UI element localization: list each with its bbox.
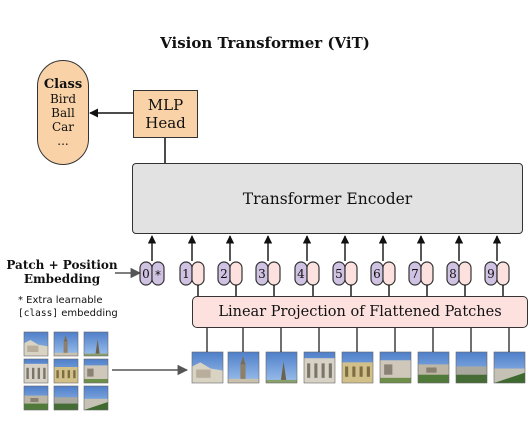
- position-index-label: 4: [297, 267, 305, 281]
- source-grid-patch: [23, 358, 49, 384]
- source-grid-patch: [53, 385, 79, 411]
- patch-embedding-pill: [458, 261, 472, 286]
- source-grid-patch: [23, 385, 49, 411]
- patch-embedding-pill: [420, 261, 434, 286]
- class-token-pill: [151, 261, 165, 286]
- extra-learnable-note: * Extra learnable: [18, 295, 103, 306]
- token-0: 0*: [139, 235, 165, 286]
- class-embedding-note-rest: embedding: [58, 308, 118, 319]
- flattened-patch-2: [227, 351, 260, 384]
- position-index-label: 0: [142, 267, 150, 281]
- source-grid-patch: [83, 331, 109, 357]
- linear-projection-label: Linear Projection of Flattened Patches: [218, 304, 502, 320]
- token-6: 6: [370, 235, 396, 296]
- class-output-box: Class Bird Ball Car ...: [37, 60, 89, 165]
- flattened-patch-5: [341, 351, 374, 384]
- flattened-patch-7: [417, 351, 450, 384]
- position-index-label: 1: [182, 267, 190, 281]
- class-embedding-note: [class] embedding: [18, 308, 118, 319]
- mlp-head-box: MLP Head: [133, 90, 198, 138]
- linear-projection-box: Linear Projection of Flattened Patches: [192, 296, 528, 328]
- flattened-patch-1: [191, 351, 224, 384]
- patch-position-line2: Embedding: [23, 272, 101, 286]
- class-item-ellipsis: ...: [57, 134, 69, 148]
- class-heading: Class: [43, 77, 83, 92]
- class-item-ball: Ball: [51, 106, 75, 120]
- token-9: 9: [484, 235, 510, 296]
- transformer-encoder-label: Transformer Encoder: [242, 189, 413, 208]
- flattened-patch-8: [455, 351, 488, 384]
- source-grid-patch: [53, 358, 79, 384]
- position-index-label: 9: [487, 267, 495, 281]
- patch-embedding-pill: [191, 261, 205, 286]
- patch-position-line1: Patch + Position: [6, 258, 118, 272]
- token-2: 2: [217, 235, 243, 296]
- token-4: 4: [294, 235, 320, 296]
- token-3: 3: [255, 235, 281, 296]
- class-token-code: [class]: [18, 308, 59, 319]
- position-index-label: 7: [411, 267, 419, 281]
- flattened-patch-3: [265, 351, 298, 384]
- source-grid-patch: [23, 331, 49, 357]
- flattened-patch-4: [303, 351, 336, 384]
- patch-embedding-pill: [496, 261, 510, 286]
- patch-embedding-pill: [382, 261, 396, 286]
- class-item-bird: Bird: [49, 92, 77, 106]
- source-grid-patch: [53, 331, 79, 357]
- class-token-star: *: [155, 268, 161, 282]
- source-image-grid: [23, 331, 109, 411]
- class-item-car: Car: [51, 120, 75, 134]
- token-5: 5: [332, 235, 358, 296]
- flattened-patch-9: [493, 351, 526, 384]
- position-index-label: 8: [449, 267, 457, 281]
- token-7: 7: [408, 235, 434, 296]
- patch-embedding-pill: [306, 261, 320, 286]
- patch-embedding-pill: [344, 261, 358, 286]
- flattened-patch-sequence: [191, 327, 526, 384]
- mlp-head-line2: Head: [145, 114, 186, 132]
- source-grid-patch: [83, 385, 109, 411]
- flattened-patch-6: [379, 351, 412, 384]
- patch-embedding-pill: [229, 261, 243, 286]
- transformer-encoder-box: Transformer Encoder: [132, 163, 523, 234]
- source-grid-patch: [83, 358, 109, 384]
- mlp-head-line1: MLP: [147, 96, 184, 114]
- token-1: 1: [179, 235, 205, 296]
- position-index-label: 5: [335, 267, 343, 281]
- token-8: 8: [446, 235, 472, 296]
- position-index-label: 2: [220, 267, 228, 281]
- diagram-title: Vision Transformer (ViT): [160, 34, 370, 52]
- patch-embedding-pill: [267, 261, 281, 286]
- position-index-label: 3: [258, 267, 266, 281]
- position-index-label: 6: [373, 267, 381, 281]
- patch-position-embedding-label: Patch + Position Embedding: [6, 258, 118, 286]
